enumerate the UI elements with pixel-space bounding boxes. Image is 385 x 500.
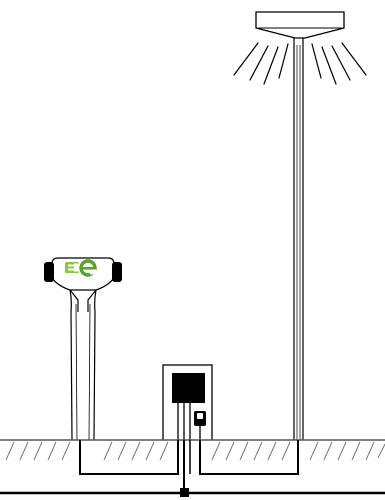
ground: [0, 439, 385, 462]
underground-cable: [0, 440, 385, 497]
charger-left-knob: [44, 262, 54, 282]
charger-right-knob: [112, 262, 122, 282]
charger-feed-cable: [79, 440, 179, 475]
charger-neck: [69, 289, 97, 312]
light-rays-icon: [233, 42, 367, 85]
lamp-pole: [293, 38, 304, 440]
ground-hatch: [5, 441, 385, 461]
junction-box: [162, 364, 213, 442]
junction-box-unit: [172, 373, 205, 403]
lamp-feed-cable: [199, 440, 299, 475]
ev-charger-post: [44, 257, 122, 441]
cable-junction-node: [180, 488, 189, 497]
street-lamp: [233, 11, 367, 440]
plug-e-icon: [63, 259, 103, 277]
lamp-head: [255, 11, 345, 39]
charger-pole: [69, 289, 97, 441]
